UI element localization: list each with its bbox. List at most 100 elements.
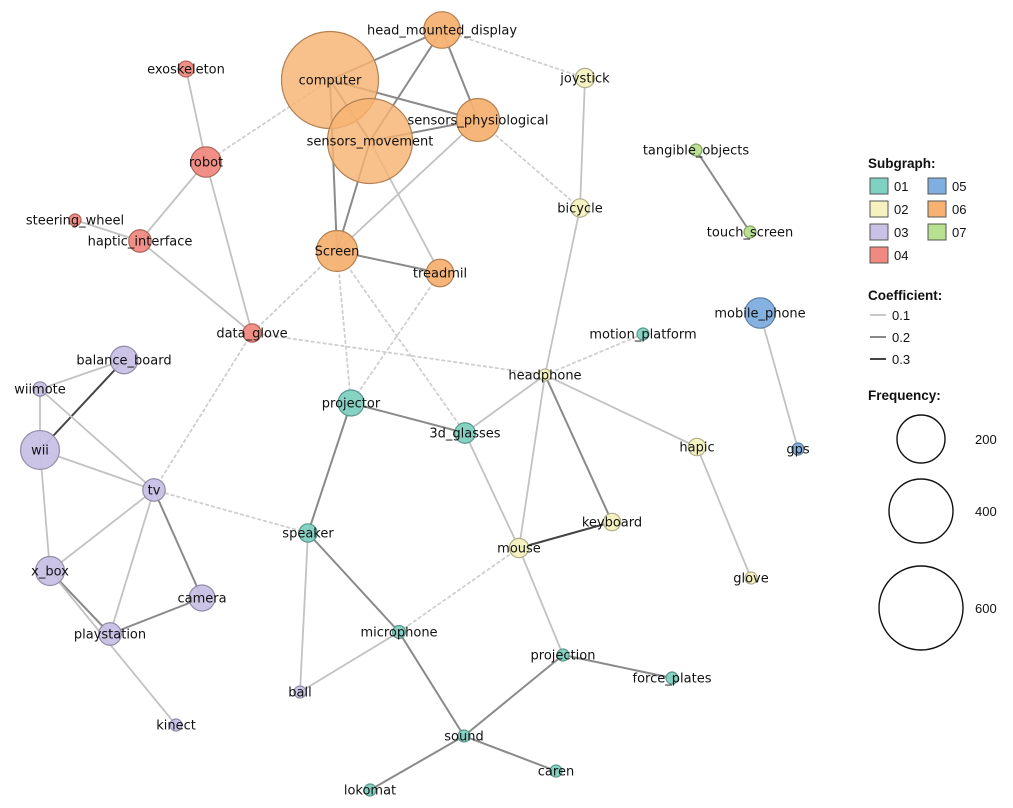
edge-head_mounted_display-joystick: [441, 29, 586, 79]
node-gps_glove[interactable]: [744, 571, 758, 585]
node-label-ball: ball: [288, 686, 311, 701]
node-sensors_physiological[interactable]: [455, 97, 501, 143]
edge-speaker-ball: [299, 532, 309, 693]
legend-swatch-02: [869, 200, 889, 218]
node-label-mouse: mouse: [497, 542, 541, 557]
legend-swatch-01: [869, 177, 889, 195]
node-sensors_movement[interactable]: [326, 97, 414, 185]
edges-layer: [39, 29, 799, 791]
edge-camera-playstation: [109, 597, 203, 635]
node-exoskeleton[interactable]: [177, 60, 195, 78]
node-x_box[interactable]: [34, 555, 66, 587]
edge-mobile_phone-gps: [759, 312, 799, 450]
node-label-sound: sound: [444, 730, 483, 745]
edge-microphone-ball: [299, 631, 400, 693]
edge-x_box-kinect: [49, 570, 177, 726]
node-touch_screen[interactable]: [743, 225, 757, 239]
node-playstation[interactable]: [98, 622, 122, 646]
node-headphone[interactable]: [538, 368, 552, 382]
edge-mouse-keyboard: [518, 521, 613, 549]
edge-data_glove-headphone: [251, 332, 546, 376]
edge-projection-sound: [463, 654, 564, 737]
edge-tv-x_box: [49, 489, 155, 572]
edge-tv-speaker: [153, 489, 309, 534]
node-tv[interactable]: [142, 478, 166, 502]
node-lokomat[interactable]: [363, 783, 377, 797]
node-hapic[interactable]: [687, 437, 707, 457]
node-projection[interactable]: [556, 648, 570, 662]
node-label-gps_glove: glove: [733, 572, 769, 587]
node-wiimote[interactable]: [32, 381, 48, 397]
node-speaker[interactable]: [298, 523, 318, 543]
node-steering_wheel[interactable]: [68, 213, 82, 227]
legend-swatch-label-05: 05: [952, 179, 966, 194]
node-head_mounted_display[interactable]: [423, 11, 461, 49]
edge-haptic_interface-data_glove: [139, 240, 253, 334]
node-label-headphone: headphone: [508, 369, 581, 384]
edge-joystick-bicycle: [579, 77, 586, 209]
node-Screen[interactable]: [315, 229, 359, 273]
node-bicycle[interactable]: [570, 198, 590, 218]
node-label-projection: projection: [531, 649, 596, 664]
node-projector[interactable]: [337, 389, 365, 417]
edge-microphone-sound: [398, 631, 465, 737]
node-label-sensors_physiological: sensors_physiological: [407, 114, 548, 129]
node-label-touch_screen: touch_screen: [707, 226, 793, 241]
legend-swatch-label-07: 07: [952, 225, 966, 240]
edge-wii-x_box: [39, 449, 51, 572]
node-caren[interactable]: [549, 764, 563, 778]
node-joystick[interactable]: [574, 67, 596, 89]
node-motion_platform[interactable]: [636, 327, 650, 341]
legend-coefficient-title: Coefficient:: [868, 288, 942, 303]
node-haptic_interface[interactable]: [128, 229, 152, 253]
legend-coef-label-0.2: 0.2: [892, 330, 910, 345]
node-treadmil[interactable]: [425, 258, 455, 288]
edge-sound-lokomat: [369, 735, 465, 791]
edge-3d_glasses-mouse: [464, 432, 520, 549]
node-label-keyboard: keyboard: [582, 516, 642, 531]
edge-sensors_physiological-bicycle: [477, 119, 581, 209]
node-gps[interactable]: [791, 442, 805, 456]
legend-swatch-05: [927, 177, 947, 195]
node-label-caren: caren: [538, 765, 574, 780]
edge-headphone-keyboard: [544, 374, 613, 523]
node-robot[interactable]: [190, 146, 222, 178]
legend-coefficient-items: 0.10.20.3: [870, 308, 910, 367]
node-microphone[interactable]: [391, 624, 407, 640]
legend-swatch-06: [927, 200, 947, 218]
node-3d_glasses[interactable]: [454, 422, 476, 444]
edge-wiimote-tv: [39, 388, 155, 491]
node-camera[interactable]: [188, 584, 216, 612]
node-label-haptic_interface: haptic_interface: [88, 235, 193, 250]
legend-swatch-label-03: 03: [894, 225, 908, 240]
node-sound[interactable]: [457, 729, 471, 743]
node-tangible_objects[interactable]: [689, 143, 703, 157]
node-label-bicycle: bicycle: [557, 202, 602, 217]
node-label-lokomat: lokomat: [344, 784, 396, 799]
legend-swatch-label-04: 04: [894, 248, 908, 263]
node-kinect[interactable]: [169, 718, 183, 732]
node-label-mobile_phone: mobile_phone: [714, 307, 805, 322]
node-data_glove[interactable]: [242, 323, 262, 343]
node-mobile_phone[interactable]: [744, 297, 776, 329]
node-ball[interactable]: [293, 685, 307, 699]
edge-data_glove-tv: [153, 332, 253, 491]
node-keyboard[interactable]: [602, 512, 622, 532]
edge-robot-data_glove: [205, 161, 253, 334]
edge-exoskeleton-robot: [185, 68, 207, 163]
edge-speaker-microphone: [307, 532, 400, 633]
node-label-wii: wii: [31, 444, 49, 459]
edge-robot-haptic_interface: [139, 161, 207, 242]
node-label-gps: gps: [786, 443, 810, 458]
node-mouse[interactable]: [508, 537, 530, 559]
node-wii[interactable]: [19, 429, 61, 471]
node-label-wiimote: wiimote: [14, 383, 66, 398]
edge-tv-camera: [153, 489, 203, 599]
node-force_plates[interactable]: [665, 671, 679, 685]
node-balance_board[interactable]: [109, 345, 139, 375]
edge-Screen-projector: [336, 250, 352, 404]
node-label-x_box: x_box: [31, 565, 69, 580]
